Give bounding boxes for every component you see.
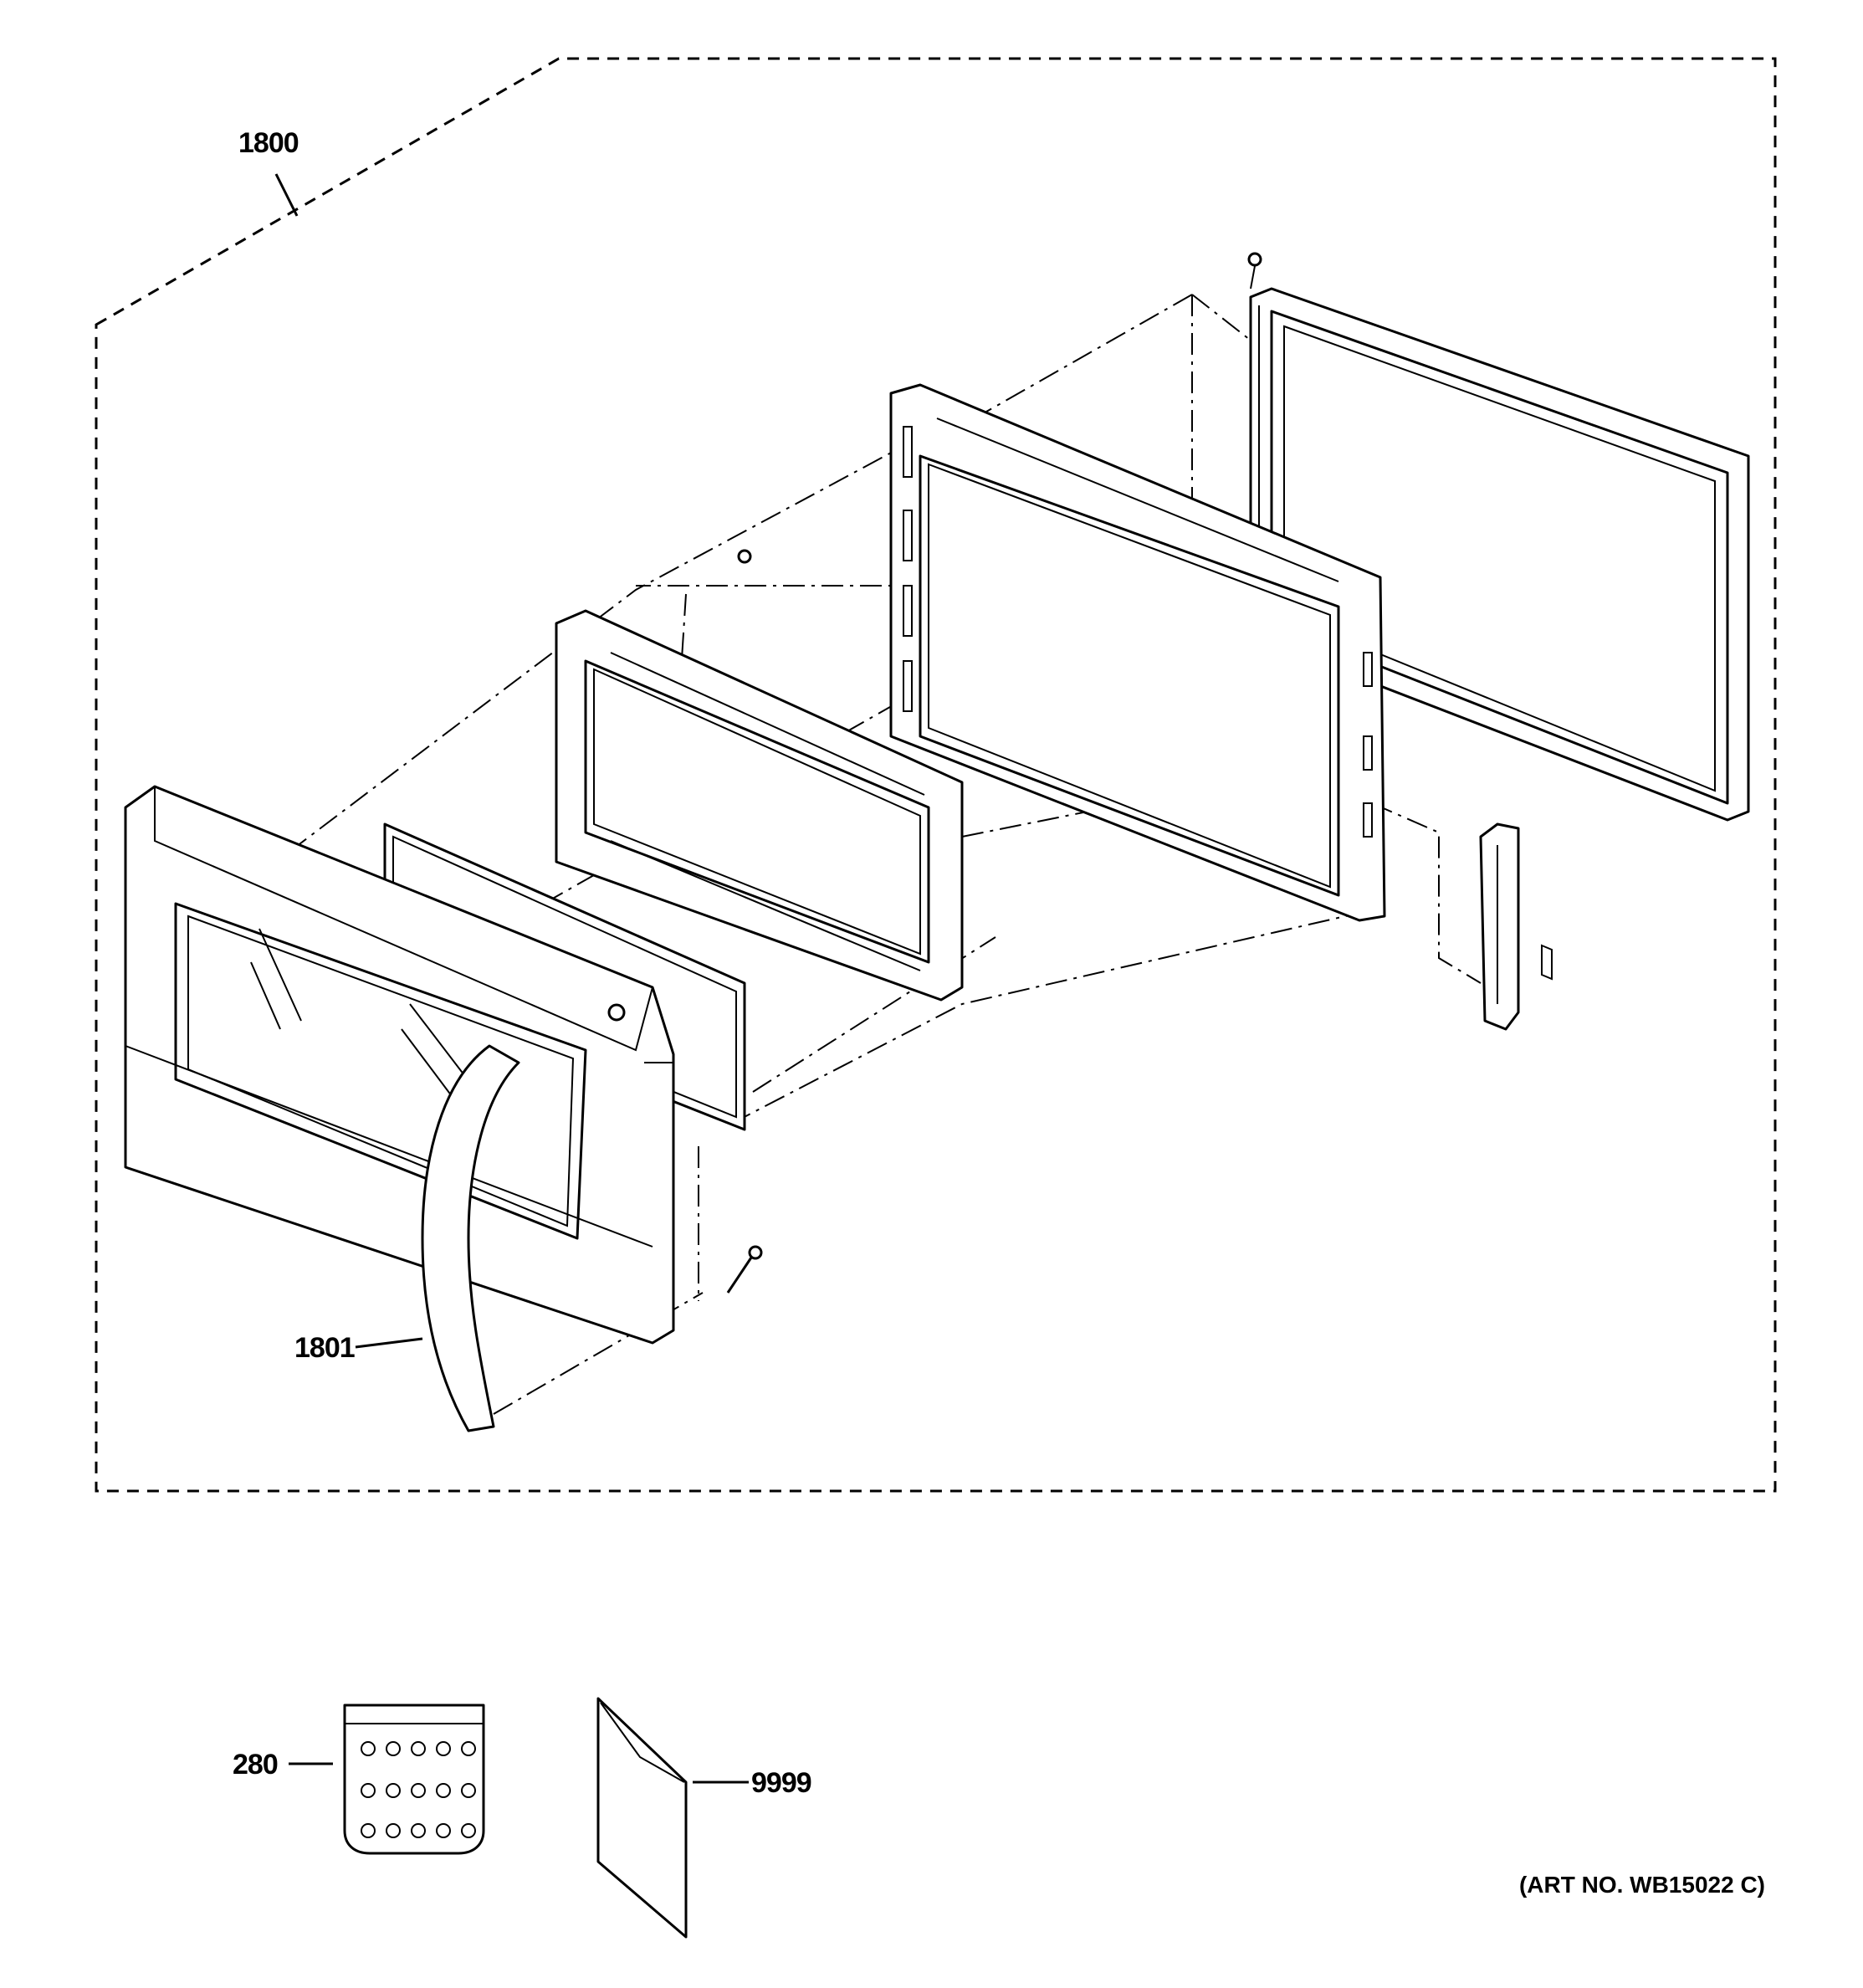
assembly-leader-line [274, 173, 299, 217]
rear-cover-panel [1247, 252, 1750, 822]
callout-9999: 9999 [751, 1767, 811, 1799]
assembly-boundary [95, 57, 1777, 1493]
manual-envelope [596, 1697, 688, 1939]
screw-bottom [726, 1245, 763, 1294]
callout-1801: 1801 [294, 1332, 355, 1364]
front-door-panel [124, 785, 675, 1345]
callout-280: 280 [233, 1749, 278, 1780]
door-latch [1479, 822, 1553, 1031]
art-number: (ART NO. WB15022 C) [1519, 1872, 1765, 1898]
inner-door-frame [737, 383, 1386, 922]
screw-pack [343, 1704, 485, 1855]
callout-1800: 1800 [238, 127, 299, 159]
handle-leader-line [355, 1337, 423, 1349]
door-handle [421, 1044, 520, 1432]
choke-gasket-frame [555, 609, 964, 1002]
